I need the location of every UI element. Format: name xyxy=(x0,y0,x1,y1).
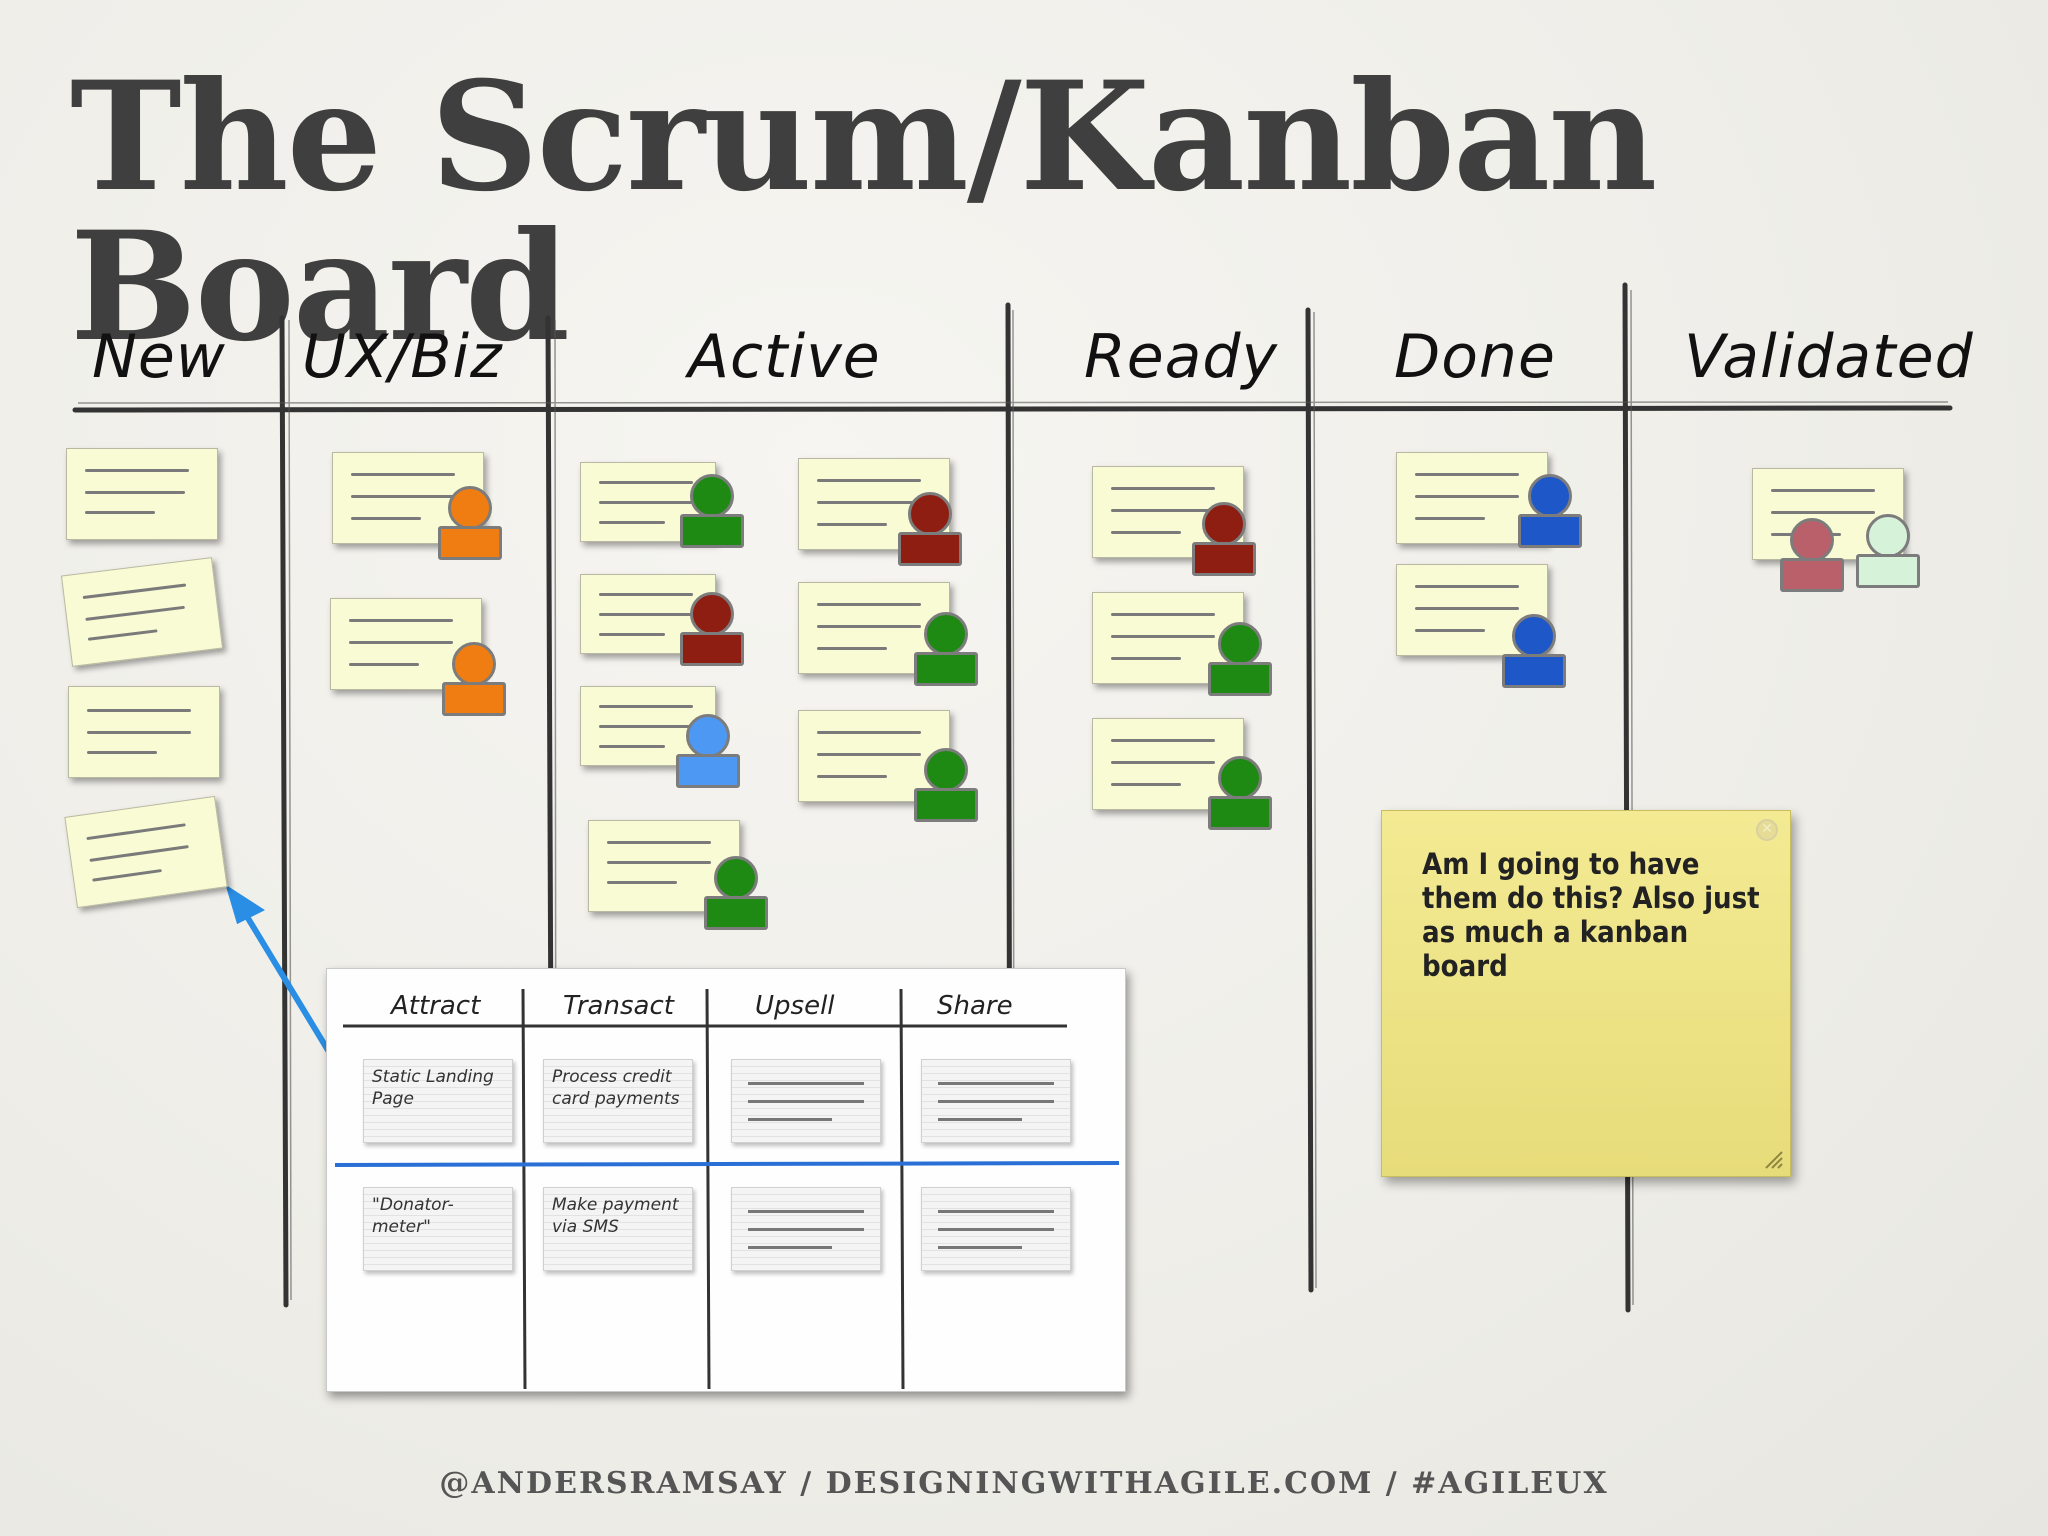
board-divider-4 xyxy=(1305,307,1314,1293)
slide-title: The Scrum/Kanban Board xyxy=(70,49,1657,375)
board-divider-1 xyxy=(279,315,289,1308)
story-card: Static Landing Page xyxy=(363,1059,513,1143)
person-avatar-green xyxy=(914,612,978,694)
story-map-column-transact: Transact xyxy=(563,991,674,1021)
story-card: Process credit card payments xyxy=(543,1059,693,1143)
story-card xyxy=(731,1059,881,1143)
task-card[interactable] xyxy=(60,557,224,667)
person-avatar-green xyxy=(1208,756,1272,838)
story-map-column-attract: Attract xyxy=(391,991,481,1021)
person-avatar-blue xyxy=(1518,474,1582,556)
task-card[interactable] xyxy=(1092,718,1244,810)
person-avatar-green xyxy=(704,856,768,938)
story-map-panel: Attract Transact Upsell Share Static Lan… xyxy=(326,968,1126,1392)
story-card xyxy=(921,1187,1071,1271)
story-card xyxy=(731,1187,881,1271)
person-avatar-dark-red xyxy=(680,592,744,674)
column-title-ux-biz: UX/Biz xyxy=(302,322,503,392)
person-avatar-light-blue xyxy=(676,714,740,796)
person-avatar-faded-red xyxy=(1780,518,1844,600)
sticky-note-text: Am I going to have them do this? Also ju… xyxy=(1422,847,1760,983)
resize-grip-icon[interactable] xyxy=(1762,1148,1784,1170)
story-map-column-share: Share xyxy=(937,991,1013,1021)
person-avatar-green xyxy=(680,474,744,556)
column-title-validated: Validated xyxy=(1684,322,1974,392)
person-avatar-orange xyxy=(442,642,506,724)
column-title-ready: Ready xyxy=(1084,322,1278,392)
story-card: Make payment via SMS xyxy=(543,1187,693,1271)
task-card[interactable] xyxy=(68,686,220,778)
person-avatar-green xyxy=(914,748,978,830)
task-card[interactable] xyxy=(66,448,218,540)
story-card xyxy=(921,1059,1071,1143)
task-card[interactable] xyxy=(798,710,950,802)
close-icon[interactable]: ✕ xyxy=(1756,819,1778,841)
person-avatar-orange xyxy=(438,486,502,568)
column-title-active: Active xyxy=(688,322,881,392)
column-title-done: Done xyxy=(1394,322,1556,392)
sticky-note[interactable]: ✕ Am I going to have them do this? Also … xyxy=(1381,810,1791,1177)
story-map-grid xyxy=(334,988,1120,1390)
story-map-column-upsell: Upsell xyxy=(755,991,835,1021)
person-avatar-dark-red xyxy=(1192,502,1256,584)
person-avatar-green xyxy=(1208,622,1272,704)
story-card: "Donator-meter" xyxy=(363,1187,513,1271)
person-avatar-blue xyxy=(1502,614,1566,696)
person-avatar-dark-red xyxy=(898,492,962,574)
column-title-new: New xyxy=(92,322,226,392)
person-avatar-faded-green xyxy=(1856,514,1920,596)
slide-footer: @ANDERSRAMSAY / DESIGNINGWITHAGILE.COM /… xyxy=(439,1466,1609,1501)
